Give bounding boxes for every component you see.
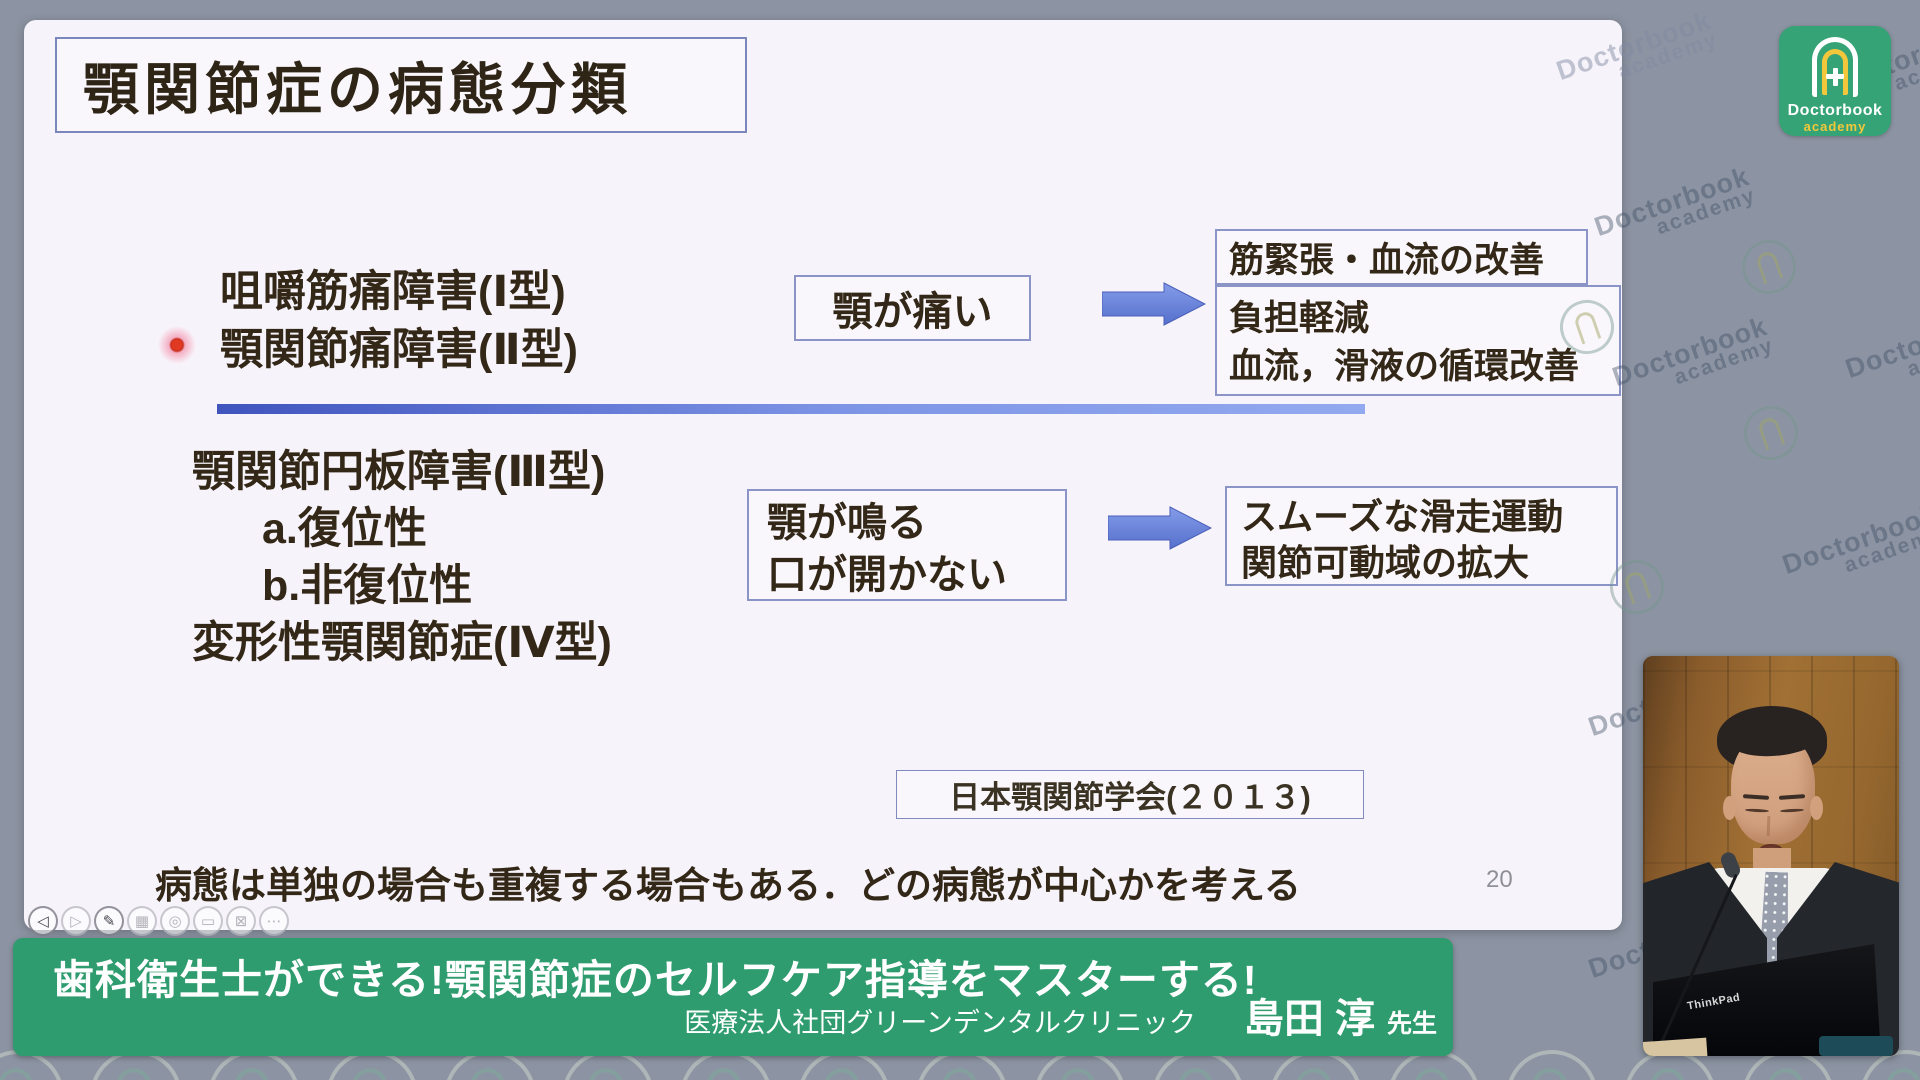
upper-result-2-line1: 負担軽減 <box>1229 299 1370 338</box>
speaker-row: 医療法人社団グリーンデンタルクリニック 島田 淳 先生 <box>684 986 1437 1044</box>
watermark-line2: academy <box>1891 39 1920 96</box>
upper-result-box-2: 負担軽減 血流，滑液の循環改善 <box>1215 285 1621 396</box>
citation-text: 日本顎関節学会(２０１３) <box>949 780 1311 815</box>
speaker-honorific: 先生 <box>1386 1010 1437 1038</box>
right-arrow-lower <box>1108 506 1212 550</box>
watermark-arch-icon <box>1175 1065 1220 1080</box>
previous-slide-button[interactable]: ◁ <box>28 906 58 936</box>
watermark-line2: academy <box>1653 183 1759 240</box>
logo-arch-outer-icon <box>1812 37 1858 97</box>
slide-page-number: 20 <box>1486 866 1513 893</box>
watermark-arch-icon <box>585 1065 630 1080</box>
watermark-line1: Doctorbook <box>1841 303 1920 385</box>
upper-result-1-text: 筋緊張・血流の改善 <box>1229 240 1545 280</box>
watermark-logo-icon <box>1734 232 1804 302</box>
type-III-b-line: b.非復位性 <box>262 562 473 610</box>
doctorbook-academy-logo: Doctorbook academy <box>1779 26 1891 136</box>
watermark-arch-icon <box>0 1065 40 1080</box>
camera-button[interactable]: ⊠ <box>226 906 256 936</box>
all-slides-button[interactable]: ▦ <box>127 906 157 936</box>
presenter-video: ThinkPad <box>1643 656 1899 1056</box>
watermark-arch-icon <box>1756 415 1786 451</box>
lecture-title: 歯科衛生士ができる!顎関節症のセルフケア指導をマスターする! <box>53 957 1258 1003</box>
lower-symptom-line2: 口が開かない <box>767 553 1007 597</box>
type-II-line: 顎関節痛障害(Ⅱ型) <box>220 326 578 374</box>
watermark-line2: academy <box>1615 27 1721 84</box>
slide-note: 病態は単独の場合も重複する場合もある．どの病態が中心かを考える <box>155 865 1301 906</box>
upper-result-2-line2: 血流，滑液の循環改善 <box>1229 347 1580 386</box>
presenter-ear-right <box>1810 796 1823 820</box>
lower-symptom-line1: 顎が鳴る <box>767 501 927 545</box>
watermark-arch-icon <box>1411 1065 1456 1080</box>
zoom-button[interactable]: ◎ <box>160 906 190 936</box>
watermark-arch-icon <box>1622 569 1652 605</box>
watermark-arch-icon <box>1529 1065 1574 1080</box>
watermark-line1: Doctorbook <box>1778 499 1920 581</box>
watermark-arch-icon <box>1765 1065 1810 1080</box>
lower-result-line1: スムーズな滑走運動 <box>1241 496 1564 537</box>
subtitles-button[interactable]: ▭ <box>193 906 223 936</box>
watermark-arch-icon <box>349 1065 394 1080</box>
watermark-arch-icon <box>1647 1065 1692 1080</box>
more-options-button[interactable]: ⋯ <box>259 906 289 936</box>
speaker-name: 島田 淳 <box>1243 997 1375 1041</box>
slideshow-toolbar: ◁▷✎▦◎▭⊠⋯ <box>28 906 289 936</box>
lecture-banner: 歯科衛生士ができる!顎関節症のセルフケア指導をマスターする! 医療法人社団グリー… <box>13 938 1453 1056</box>
speaker-block: 島田 淳 先生 <box>1244 986 1437 1044</box>
logo-arch-inner-icon <box>1822 49 1848 95</box>
watermark-arch-icon <box>1057 1065 1102 1080</box>
watermark-arch-icon <box>467 1065 512 1080</box>
watermark-line2: academy <box>1841 521 1920 578</box>
right-arrow-upper <box>1102 282 1206 326</box>
podium-edge <box>1643 1037 1708 1056</box>
upper-symptom-box: 顎が痛い <box>794 275 1031 341</box>
logo-subname: academy <box>1803 119 1867 134</box>
slide-title-box: 顎関節症の病態分類 <box>55 37 747 133</box>
watermark-arch-icon <box>1754 249 1784 285</box>
logo-name: Doctorbook <box>1787 102 1883 119</box>
citation-box: 日本顎関節学会(２０１３) <box>896 770 1364 819</box>
watermark-line2: academy <box>1671 333 1777 390</box>
presenter-ear-left <box>1723 796 1736 820</box>
upper-symptom-text: 顎が痛い <box>832 290 993 334</box>
lower-symptom-box: 顎が鳴る 口が開かない <box>747 489 1067 601</box>
type-IV-line: 変形性顎関節症(Ⅳ型) <box>192 619 612 667</box>
watermark-arch-icon <box>703 1065 748 1080</box>
watermark-arch-icon <box>231 1065 276 1080</box>
pen-button[interactable]: ✎ <box>94 906 124 936</box>
watermark-arch-icon <box>113 1065 158 1080</box>
watermark-line2: academy <box>1904 325 1920 382</box>
type-III-line: 顎関節円板障害(Ⅲ型) <box>192 448 606 496</box>
type-III-a-line: a.復位性 <box>262 505 427 553</box>
speaker-affiliation: 医療法人社団グリーンデンタルクリニック <box>684 1008 1196 1038</box>
watermark-circle-logo-icon <box>1497 1041 1607 1080</box>
watermark-line1: Doctorbook <box>1608 311 1772 393</box>
slide-title: 顎関節症の病態分類 <box>83 57 632 121</box>
lower-type-group: 顎関節円板障害(Ⅲ型) a.復位性 b.非復位性 変形性顎関節症(Ⅳ型) <box>192 444 612 672</box>
upper-result-box-1: 筋緊張・血流の改善 <box>1215 229 1588 285</box>
blue-divider-line <box>217 404 1365 414</box>
podium-object <box>1819 1036 1893 1056</box>
laser-pointer-dot <box>157 325 197 365</box>
presentation-slide: 顎関節症の病態分類 咀嚼筋痛障害(Ⅰ型) 顎関節痛障害(Ⅱ型) 顎が痛い 筋緊張… <box>24 20 1622 936</box>
laptop-brand-label: ThinkPad <box>1686 991 1742 1013</box>
lower-result-box: スムーズな滑走運動 関節可動域の拡大 <box>1225 486 1618 586</box>
watermark-arch-icon <box>939 1065 984 1080</box>
watermark-logo-icon <box>1736 398 1806 468</box>
next-slide-button[interactable]: ▷ <box>61 906 91 936</box>
watermark-arch-icon <box>1293 1065 1338 1080</box>
watermark-arch-icon <box>1883 1065 1920 1080</box>
watermark-arch-icon <box>821 1065 866 1080</box>
lower-result-line2: 関節可動域の拡大 <box>1241 542 1530 583</box>
logo-cross-icon <box>1832 67 1838 86</box>
upper-type-group: 咀嚼筋痛障害(Ⅰ型) 顎関節痛障害(Ⅱ型) <box>220 263 578 379</box>
type-I-line: 咀嚼筋痛障害(Ⅰ型) <box>220 268 566 316</box>
